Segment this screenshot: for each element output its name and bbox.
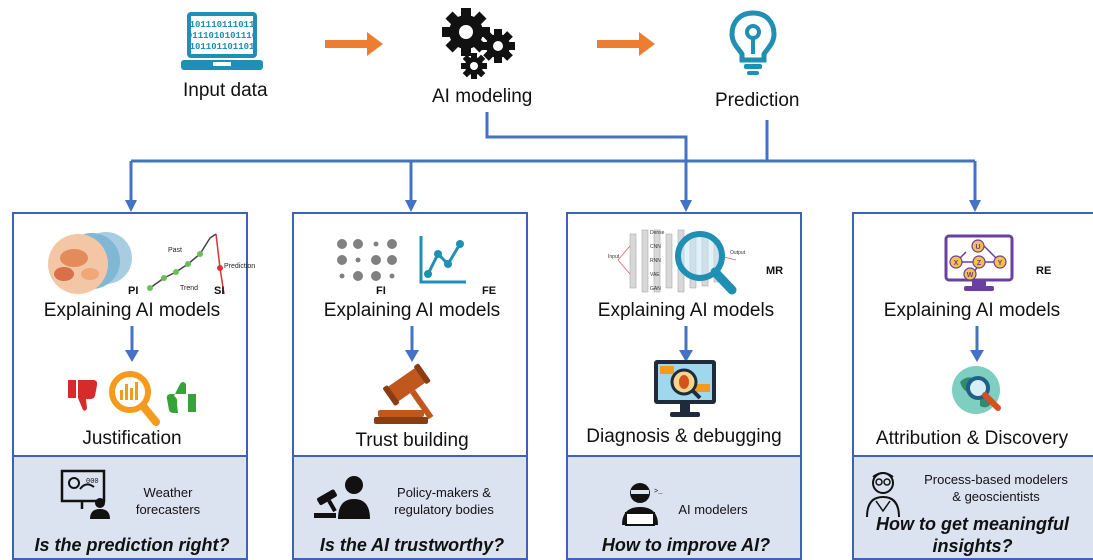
panel-diagnosis: Input Dense CNN RNN VAE GAN Output MR Ex…: [566, 212, 802, 457]
svg-text:Trend: Trend: [180, 285, 198, 292]
panel-justification: Past Trend Prediction PI SI Explaining A…: [12, 212, 255, 457]
outcome-label: Trust building: [355, 430, 469, 451]
outcome-label: Diagnosis & debugging: [586, 426, 782, 447]
geoscientist-icon: [864, 471, 902, 518]
discovery-globe-icon: [950, 364, 1006, 420]
arrow-down-icon: [405, 326, 419, 362]
svg-text:101101101101: 101101101101: [190, 42, 255, 52]
svg-text:101110111011: 101110111011: [190, 20, 255, 30]
question-text: Is the AI trustworthy?: [319, 535, 505, 555]
panel-title: Explaining AI models: [43, 300, 221, 321]
panel-title: Explaining AI models: [323, 300, 501, 321]
ai-modeling-label: AI modeling: [432, 86, 533, 107]
feature-dots-icon: [334, 236, 400, 284]
svg-text:>_: >_: [654, 488, 663, 496]
svg-text:0111010101110: 0111010101110: [187, 31, 257, 41]
outcome-label: Attribution & Discovery: [875, 428, 1069, 449]
arrow-right-icon: [325, 32, 385, 56]
footer-diagnosis: >_ AI modelers How to improve AI?: [566, 457, 802, 560]
input-data-label: Input data: [183, 80, 268, 101]
prediction-label: Prediction: [715, 90, 800, 111]
arrow-down-icon: [970, 326, 984, 362]
footer-trust: Policy-makers &regulatory bodies Is the …: [292, 457, 528, 560]
ai-modeler-icon: >_: [620, 481, 670, 526]
tag-pi: PI: [128, 285, 139, 297]
svg-text:000: 000: [86, 478, 99, 486]
svg-text:VAE: VAE: [650, 272, 660, 278]
svg-text:GAN: GAN: [650, 286, 661, 292]
svg-text:Output: Output: [730, 250, 746, 256]
magnifier-thumbs-icon: [66, 366, 198, 428]
svg-text:U: U: [975, 244, 980, 251]
svg-text:RNN: RNN: [650, 258, 661, 264]
svg-text:X: X: [954, 260, 959, 267]
arrow-down-icon: [125, 326, 139, 362]
tag-fi: FI: [376, 285, 386, 297]
svg-text:Prediction: Prediction: [224, 263, 255, 270]
policy-maker-icon: [314, 473, 374, 519]
footer-attribution: Process-based modelers& geoscientists Ho…: [852, 457, 1093, 560]
audience-label: Process-based modelers& geoscientists: [924, 472, 1068, 504]
svg-text:Past: Past: [168, 247, 182, 254]
panel-title: Explaining AI models: [883, 300, 1061, 321]
svg-text:W: W: [967, 272, 974, 279]
globe-maps-icon: [36, 228, 136, 296]
audience-label: Policy-makers &regulatory bodies: [394, 485, 494, 517]
causal-graph-icon: U X Z Y W: [944, 234, 1014, 292]
input-data-icon: 101110111011 0111010101110 101101101101: [181, 10, 263, 76]
tag-re: RE: [1036, 265, 1052, 277]
question-text: How to improve AI?: [601, 535, 771, 555]
flow-connectors: [0, 0, 1093, 215]
gears-icon: [440, 6, 520, 80]
svg-text:CNN: CNN: [650, 244, 661, 250]
forecaster-icon: 000: [60, 469, 114, 519]
panel-trust: FI FE Explaining AI models Trust buildin…: [292, 212, 528, 457]
panel-attribution: U X Z Y W RE Explaining AI models Attrib…: [852, 212, 1093, 457]
arrow-down-icon: [679, 326, 693, 362]
svg-text:Dense: Dense: [650, 230, 665, 236]
svg-text:Y: Y: [998, 260, 1003, 267]
question-text: Is the prediction right?: [34, 535, 230, 555]
arrow-right-icon: [597, 32, 657, 56]
lightbulb-icon: [728, 10, 778, 76]
network-diagram-icon: Input Dense CNN RNN VAE GAN Output: [608, 226, 758, 296]
debug-monitor-icon: [652, 358, 718, 420]
panel-title: Explaining AI models: [597, 300, 775, 321]
svg-text:Input: Input: [608, 254, 620, 260]
tag-mr: MR: [766, 265, 784, 277]
svg-text:Z: Z: [977, 260, 982, 267]
tag-si: SI: [214, 285, 225, 297]
audience-label: AI modelers: [678, 502, 748, 517]
gavel-icon: [372, 363, 450, 426]
outcome-label: Justification: [82, 428, 182, 449]
line-graph-icon: [418, 234, 468, 286]
trend-chart-icon: Past Trend Prediction: [144, 228, 255, 296]
tag-fe: FE: [482, 285, 497, 297]
